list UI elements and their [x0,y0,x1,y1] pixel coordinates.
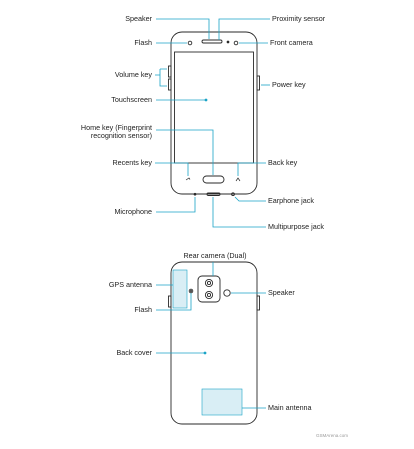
back-phone [168,261,260,425]
label-proximity-sensor: Proximity sensor [272,14,326,23]
callout-multipurpose-line [212,197,266,228]
label-back-cover: Back cover [116,348,152,357]
rear-camera-lens-2 [204,290,214,300]
rear-camera-lens-1 [204,278,214,288]
back-volume-key [256,295,260,311]
callout-home-line [156,129,214,175]
label-flash: Flash [134,38,152,47]
label-rear-camera: Rear camera (Dual) [183,251,247,260]
front-callout-dots [204,98,214,131]
recents-key-symbol [185,177,191,181]
watermark-text: GSMArena.com [316,433,349,438]
earphone-jack-port [231,192,235,197]
back-flash [188,288,194,294]
microphone-hole [193,192,197,196]
label-earphone-jack: Earphone jack [268,196,314,205]
callout-microphone-line [156,197,196,213]
label-microphone: Microphone [114,207,152,216]
label-home-key: Home key (Fingerprint recognition sensor… [80,123,152,141]
label-speaker: Speaker [125,14,152,23]
volume-key-down [168,78,172,91]
label-touchscreen: Touchscreen [111,95,152,104]
label-back-key: Back key [268,158,298,167]
proximity-sensor-dot [226,40,230,44]
label-main-antenna: Main antenna [268,403,312,412]
back-phone-body [170,261,258,425]
callout-proximity-line [218,18,270,40]
main-antenna-area [201,388,243,416]
multipurpose-jack-port [206,192,221,196]
volume-key-up [168,65,172,78]
home-key [202,175,225,184]
front-flash-dot [187,40,193,46]
callout-earphone-line [234,196,266,202]
back-speaker-grille [223,289,231,297]
back-callout-dots [203,351,207,355]
front-touchscreen [174,51,254,164]
callout-recents-line [155,162,189,176]
gps-antenna-area [172,269,188,309]
callout-back-line [237,162,266,176]
rear-camera-module [197,275,221,303]
label-back-speaker: Speaker [268,288,295,297]
back-power-key [168,295,172,308]
back-key-symbol [235,177,241,182]
power-key [256,75,260,91]
back-callouts [156,262,266,409]
callout-back-flash-line [156,293,192,311]
label-gps-antenna: GPS antenna [108,280,152,289]
label-multipurpose-jack: Multipurpose jack [268,222,324,231]
label-front-camera: Front camera [270,38,313,47]
label-recents-key: Recents key [112,158,152,167]
label-volume-key: Volume key [114,70,152,79]
front-camera-lens [233,40,239,46]
callout-volume-line [155,68,167,87]
front-phone [168,31,260,197]
label-back-flash: Flash [134,305,152,314]
front-callouts [155,18,270,228]
callout-speaker-line [156,18,210,39]
front-phone-body [170,31,258,195]
label-power-key: Power key [272,80,306,89]
front-speaker-slot [201,39,223,44]
